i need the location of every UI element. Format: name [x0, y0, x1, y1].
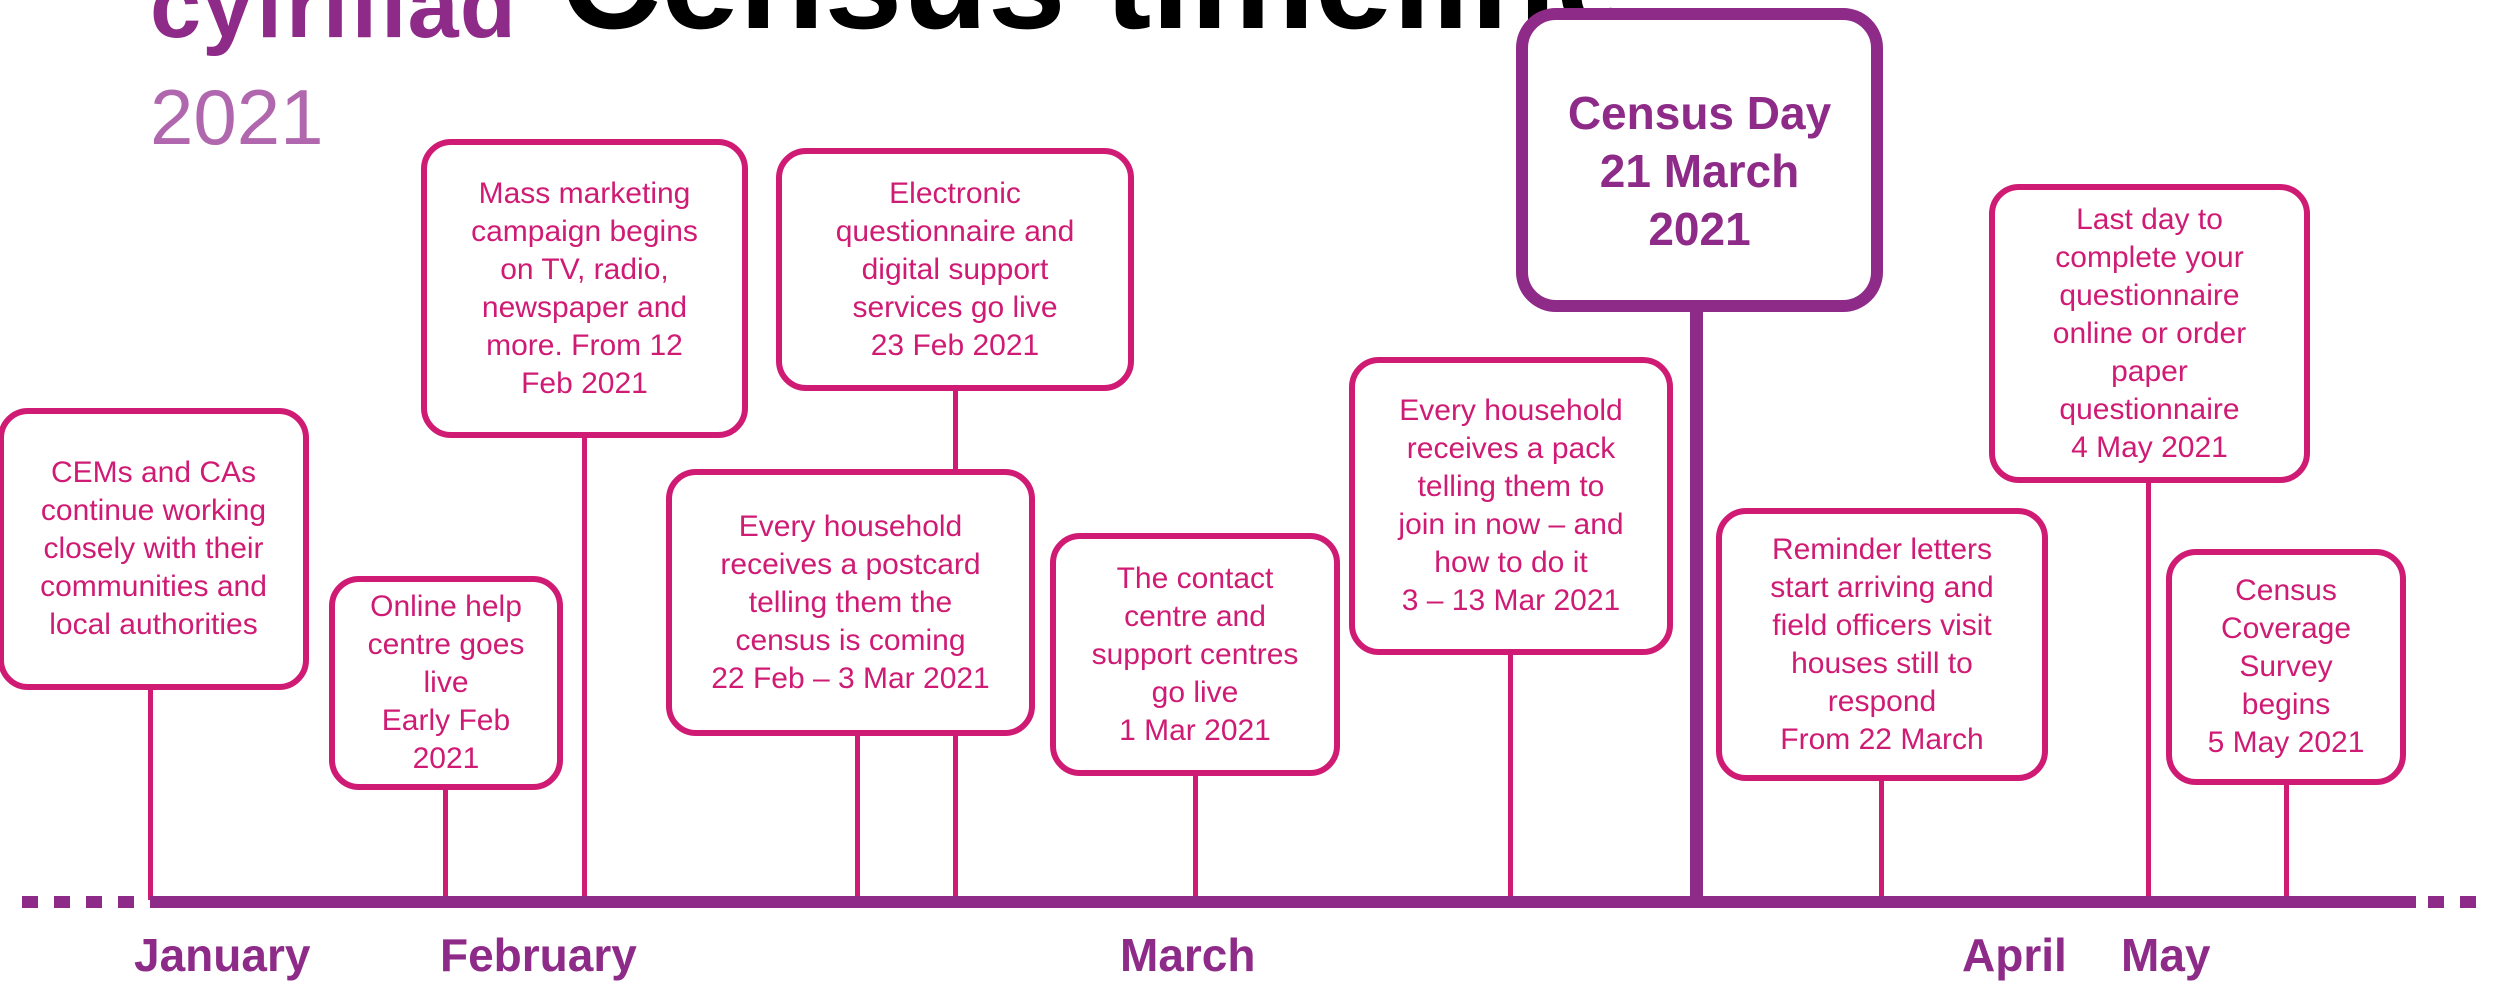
event-census-day: Census Day 21 March 2021	[1516, 8, 1883, 312]
stem-reminder	[1879, 778, 1884, 900]
event-marketing: Mass marketing campaign begins on TV, ra…	[421, 139, 748, 438]
timeline-axis	[150, 896, 2416, 908]
event-online-help: Online help centre goes live Early Feb 2…	[329, 576, 563, 790]
month-label-march: March	[1120, 929, 1256, 981]
page-title: Census timeline	[560, 0, 1634, 50]
stem-contact-centre	[1193, 773, 1198, 900]
brand-logo: cyfrifiad	[150, 0, 517, 57]
event-electronic: Electronic questionnaire and digital sup…	[776, 148, 1134, 391]
stem-coverage-survey	[2284, 782, 2289, 900]
stem-pack	[1508, 652, 1513, 900]
axis-dash-left	[54, 896, 70, 908]
event-cems: CEMs and CAs continue working closely wi…	[0, 408, 309, 690]
month-label-may: May	[2121, 929, 2211, 981]
axis-dash-left	[118, 896, 134, 908]
month-label-january: January	[134, 929, 311, 981]
stem-marketing	[582, 435, 587, 900]
axis-dash-right	[2428, 896, 2444, 908]
stem-census-day	[1690, 300, 1703, 900]
stem-cems	[148, 688, 153, 900]
event-last-day: Last day to complete your questionnaire …	[1989, 184, 2310, 483]
axis-dash-left	[22, 896, 38, 908]
stem-last-day	[2146, 480, 2151, 900]
brand-year: 2021	[150, 73, 324, 161]
event-coverage-survey: Census Coverage Survey begins 5 May 2021	[2166, 549, 2406, 785]
event-contact-centre: The contact centre and support centres g…	[1050, 533, 1340, 776]
month-label-february: February	[440, 929, 637, 981]
event-postcard: Every household receives a postcard tell…	[666, 469, 1035, 736]
month-label-april: April	[1962, 929, 2067, 981]
axis-dash-left	[86, 896, 102, 908]
stem-postcard	[855, 733, 860, 900]
stem-online-help	[443, 787, 448, 900]
axis-dash-right	[2460, 896, 2476, 908]
event-pack: Every household receives a pack telling …	[1349, 357, 1673, 655]
event-reminder: Reminder letters start arriving and fiel…	[1716, 508, 2048, 781]
